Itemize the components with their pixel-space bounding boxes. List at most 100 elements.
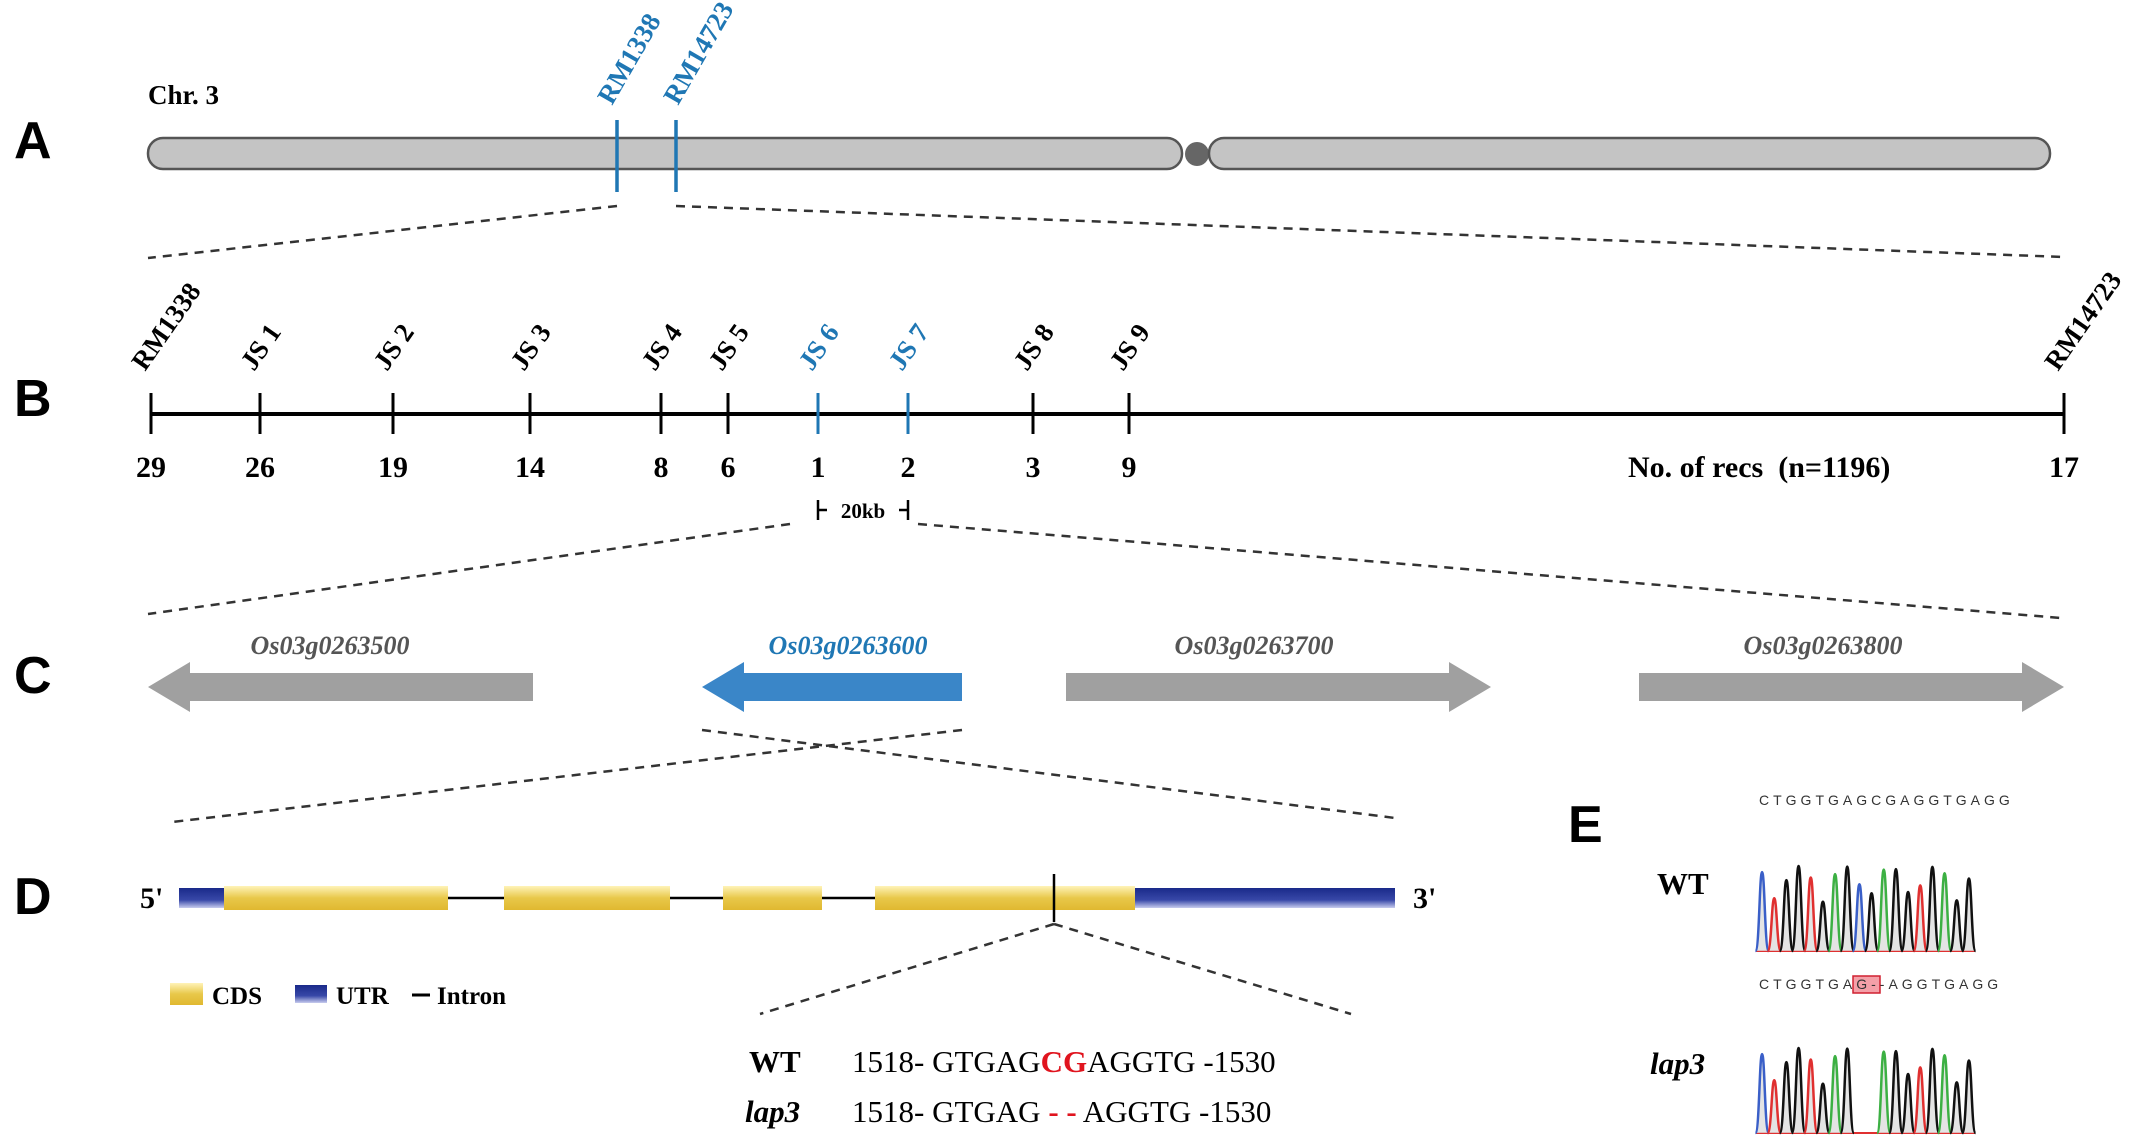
- recombinant-count: 17: [2049, 451, 2079, 484]
- chromosome-arm-long: [1207, 136, 2052, 171]
- marker-label-rm1338: RM1338: [591, 8, 666, 109]
- gene-label-candidate: Os03g0263600: [769, 631, 928, 660]
- chromatogram-peak: [1802, 1058, 1819, 1135]
- chromatogram-peak: [1778, 878, 1795, 953]
- gene-label: Os03g0263800: [1744, 631, 1903, 660]
- chromatogram-peak: [1912, 884, 1929, 953]
- exon: [224, 886, 448, 910]
- chromatogram-peak: [1778, 1060, 1795, 1135]
- seq-wt: 1518- GTGAGCGAGGTG -1530: [852, 1044, 1276, 1079]
- chromatogram-wt-label: WT: [1657, 866, 1709, 901]
- chromatogram-peak: [1863, 892, 1880, 953]
- panel-label-d: D: [14, 868, 52, 926]
- chromatogram-peak: [1900, 890, 1917, 953]
- panel-label-c: C: [14, 647, 52, 705]
- chromosome-label: Chr. 3: [148, 80, 219, 110]
- chromatogram-peak: [1814, 1082, 1831, 1135]
- utr-5: [179, 888, 224, 908]
- recs-label: No. of recs (n=1196): [1628, 451, 1890, 484]
- marker-label: RM1338: [125, 277, 206, 375]
- zoom-line: [917, 522, 2062, 620]
- chromatogram-peak: [1851, 882, 1868, 953]
- exon: [504, 886, 670, 910]
- chromatogram-peak: [1766, 1078, 1783, 1135]
- chromatogram-wt: [1754, 864, 1977, 953]
- scale-bar: 20kb: [816, 496, 910, 523]
- chromatogram-peak: [1766, 896, 1783, 953]
- chromatogram-peak: [1790, 1046, 1807, 1135]
- gene-arrow-os03g0263700: [1066, 662, 1491, 712]
- chromatogram-peak: [1875, 868, 1892, 953]
- recombinant-count: 1: [811, 451, 826, 484]
- chromatogram-peak: [1948, 1081, 1965, 1135]
- chromatogram-peak: [1900, 1072, 1917, 1135]
- chromatogram-peak: [1936, 1054, 1953, 1135]
- panel-label-e: E: [1568, 796, 1603, 854]
- chromatogram-peak: [1790, 864, 1807, 953]
- gene-arrow-os03g0263600: [702, 662, 962, 712]
- five-prime-label: 5': [140, 882, 163, 915]
- chromatogram-peak: [1924, 1047, 1941, 1135]
- chromatogram-peak: [1936, 872, 1953, 953]
- utr-3: [1135, 888, 1395, 908]
- deletion-highlight: [1852, 975, 1881, 994]
- gene-arrow-os03g0263800: [1639, 662, 2064, 712]
- chromatogram-peak: [1754, 1052, 1771, 1135]
- gene-label: Os03g0263700: [1175, 631, 1334, 660]
- recombinant-count: 26: [245, 451, 275, 484]
- marker-label: JS 4: [635, 318, 688, 375]
- chromatogram-lap3-label: lap3: [1650, 1046, 1705, 1081]
- wt-sequence-text: CTGGTGAGCGAGGTGAGG: [1759, 792, 2014, 808]
- recombinant-count: 14: [515, 451, 545, 484]
- panel-label-b: B: [14, 370, 52, 428]
- marker-label: JS 1: [234, 318, 287, 375]
- marker-label: RM14723: [2038, 266, 2127, 375]
- centromere: [1185, 142, 1209, 166]
- marker-label: JS 6: [792, 318, 845, 375]
- zoom-line: [147, 204, 618, 260]
- recombinant-count: 2: [901, 451, 916, 484]
- legend-cds-swatch: [170, 983, 203, 1005]
- recombinant-count: 3: [1026, 451, 1041, 484]
- zoom-line: [1053, 922, 1352, 1016]
- chromatogram-peak: [1814, 900, 1831, 953]
- seq-lap3-label: lap3: [745, 1094, 800, 1129]
- panel-label-a: A: [14, 112, 52, 170]
- chromatogram-lap3: [1754, 1046, 1977, 1135]
- legend-utr-swatch: [295, 985, 327, 1003]
- recombinant-count: 6: [721, 451, 736, 484]
- marker-label-rm14723: RM14723: [657, 0, 739, 109]
- exon: [875, 886, 1135, 910]
- chromatogram-peak: [1887, 1049, 1904, 1135]
- marker-label: JS 3: [504, 318, 557, 375]
- marker-label: JS 2: [367, 318, 420, 375]
- seq-lap3: 1518- GTGAG - - AGGTG -1530: [852, 1094, 1271, 1129]
- exon: [723, 886, 822, 910]
- legend-utr-label: UTR: [336, 983, 390, 1010]
- lap3-sequence-text: CTGGTGAG--AGGTGAGG: [1759, 976, 2002, 992]
- recombinant-count: 19: [378, 451, 408, 484]
- chromatogram-peak: [1802, 876, 1819, 953]
- marker-label: JS 5: [702, 318, 755, 375]
- chromatogram-peak: [1948, 899, 1965, 953]
- recombinant-count: 29: [136, 451, 166, 484]
- gene-label: Os03g0263500: [251, 631, 410, 660]
- three-prime-label: 3': [1413, 882, 1436, 915]
- scale-label: 20kb: [841, 499, 885, 523]
- chromatogram-peak: [1827, 1054, 1844, 1135]
- marker-label: JS 8: [1007, 318, 1060, 375]
- chromatogram-peak: [1960, 1059, 1977, 1135]
- chromatogram-peak: [1924, 865, 1941, 953]
- legend-intron-label: Intron: [437, 983, 506, 1010]
- legend-cds-label: CDS: [212, 983, 262, 1010]
- chromatogram-peak: [1960, 877, 1977, 953]
- chromatogram-peak: [1887, 867, 1904, 953]
- chromatogram-peak: [1827, 872, 1844, 953]
- zoom-line: [171, 728, 963, 824]
- marker-label: JS 9: [1103, 318, 1156, 375]
- recombinant-count: 8: [654, 451, 669, 484]
- chromatogram-peak: [1839, 1047, 1856, 1135]
- zoom-line: [147, 522, 791, 616]
- recombinant-count: 9: [1122, 451, 1137, 484]
